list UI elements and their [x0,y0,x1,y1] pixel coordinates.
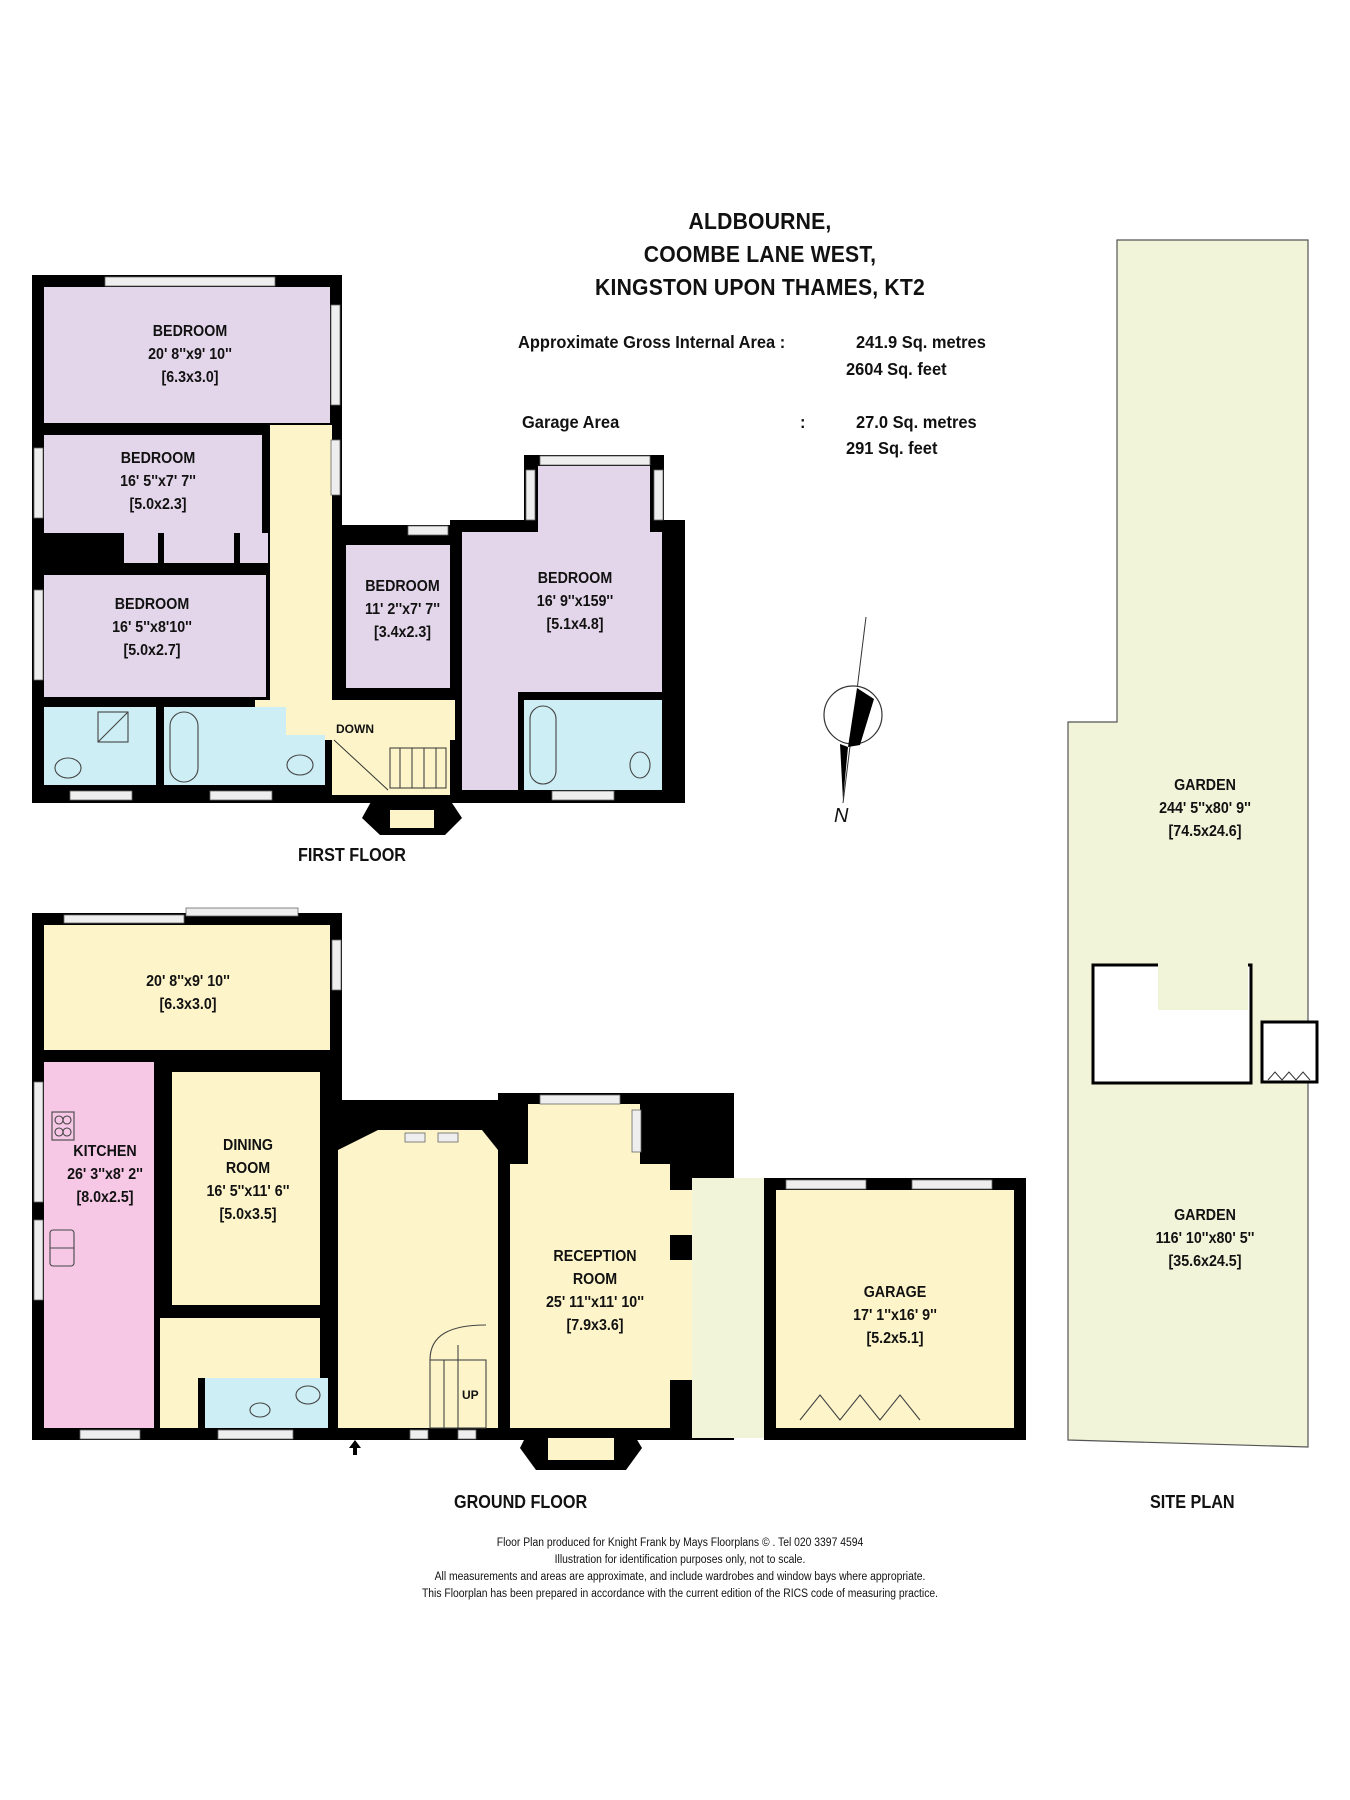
title-line-2: COOMBE LANE WEST, [643,241,877,267]
room-bedroom-5: BEDROOM 16' 9''x159'' [5.1x4.8] [506,567,644,636]
first-floor-plan [32,275,685,835]
room-name: BEDROOM [152,323,228,340]
room-bedroom-2: BEDROOM 16' 5''x7' 7'' [5.0x2.3] [75,447,241,516]
garage-area-colon: : [800,412,806,432]
room-name: BEDROOM [120,450,196,467]
room-dimensions-metric: [5.0x2.7] [123,642,181,659]
room-name: ROOM [572,1271,618,1288]
room-dimensions-imperial: 16' 5''x7' 7'' [120,473,196,490]
room-dimensions-metric: [5.1x4.8] [546,616,604,633]
room-name: BEDROOM [365,578,440,595]
garden-dimensions-imperial: 116' 10''x80' 5'' [1155,1230,1255,1247]
garden-front: GARDEN 116' 10''x80' 5'' [35.6x24.5] [1127,1204,1283,1273]
site-plan-label: SITE PLAN [1150,1492,1235,1512]
room-dimensions-metric: [8.0x2.5] [76,1189,134,1206]
stair-down-label: DOWN [336,722,374,736]
garden-dimensions-imperial: 244' 5''x80' 9'' [1159,800,1251,817]
room-dimensions-metric: [5.0x3.5] [219,1206,277,1223]
garage-area-label: Garage Area [522,412,620,432]
stair-up-label: UP [462,1388,479,1402]
gia-sq-feet: 2604 Sq. feet [846,359,947,379]
ground-floor-plan [32,907,1026,1470]
footer-line-1: Floor Plan produced for Knight Frank by … [496,1537,864,1549]
room-dimensions-imperial: 17' 1''x16' 9'' [853,1307,937,1324]
room-dimensions-imperial: 25' 11''x11' 10'' [545,1294,645,1311]
room-name: KITCHEN [73,1143,137,1160]
room-garden-room: 20' 8''x9' 10'' [6.3x3.0] [105,970,271,1016]
first-floor-label: FIRST FLOOR [298,845,406,865]
room-bedroom-1: BEDROOM 20' 8''x9' 10'' [6.3x3.0] [107,320,273,389]
room-dimensions-metric: [6.3x3.0] [161,369,219,386]
room-dimensions-metric: [6.3x3.0] [159,996,217,1013]
room-name: ROOM [225,1160,271,1177]
room-name: RECEPTION [553,1248,637,1265]
room-garage: GARAGE 17' 1''x16' 9'' [5.2x5.1] [826,1281,964,1350]
room-bedroom-3: BEDROOM 16' 5''x8'10'' [5.0x2.7] [69,593,235,662]
room-name: BEDROOM [114,596,190,613]
room-dimensions-imperial: 16' 9''x159'' [536,593,614,610]
room-dimensions-metric: [5.0x2.3] [129,496,187,513]
room-kitchen: KITCHEN 26' 3''x8' 2'' [8.0x2.5] [45,1140,165,1209]
room-name: BEDROOM [537,570,613,587]
room-dimensions-metric: [5.2x5.1] [866,1330,924,1347]
room-dining-room: DINING ROOM 16' 5''x11' 6'' [5.0x3.5] [174,1134,321,1226]
room-dimensions-metric: [7.9x3.6] [566,1317,624,1334]
footer-line-2: Illustration for identification purposes… [554,1554,806,1566]
garden-dimensions-metric: [74.5x24.6] [1168,823,1242,840]
north-arrow-icon [823,616,883,804]
garden-rear: GARDEN 244' 5''x80' 9'' [74.5x24.6] [1127,774,1283,843]
site-plan-drawing [1067,239,1319,1448]
garage-sq-metres: 27.0 Sq. metres [856,412,977,432]
compass-north-label: N [834,805,849,827]
title-line-3: KINGSTON UPON THAMES, KT2 [595,274,925,300]
room-bedroom-4: BEDROOM 11' 2''x7' 7'' [3.4x2.3] [345,575,460,644]
room-dimensions-imperial: 16' 5''x8'10'' [112,619,192,636]
room-reception-room: RECEPTION ROOM 25' 11''x11' 10'' [7.9x3.… [526,1245,664,1337]
room-dimensions-imperial: 11' 2''x7' 7'' [364,601,441,618]
room-dimensions-metric: [3.4x2.3] [373,624,432,641]
room-dimensions-imperial: 20' 8''x9' 10'' [148,346,232,363]
garage-sq-feet: 291 Sq. feet [846,438,938,458]
gia-sq-metres: 241.9 Sq. metres [856,332,986,352]
footer-line-4: This Floorplan has been prepared in acco… [421,1588,939,1600]
property-title: ALDBOURNE, COOMBE LANE WEST, KINGSTON UP… [500,205,1020,304]
footer-line-3: All measurements and areas are approxima… [434,1571,926,1583]
room-dimensions-imperial: 26' 3''x8' 2'' [67,1166,143,1183]
garden-name: GARDEN [1174,1207,1236,1224]
disclaimer-footer: Floor Plan produced for Knight Frank by … [340,1535,1020,1603]
garden-dimensions-metric: [35.6x24.5] [1168,1253,1242,1270]
room-name: DINING [223,1137,273,1154]
room-name: GARAGE [863,1284,927,1301]
ground-floor-label: GROUND FLOOR [454,1492,588,1512]
garden-name: GARDEN [1174,777,1236,794]
room-dimensions-imperial: 20' 8''x9' 10'' [146,973,230,990]
room-dimensions-imperial: 16' 5''x11' 6'' [206,1183,290,1200]
gia-label: Approximate Gross Internal Area : [518,332,786,352]
title-line-1: ALDBOURNE, [688,208,832,234]
